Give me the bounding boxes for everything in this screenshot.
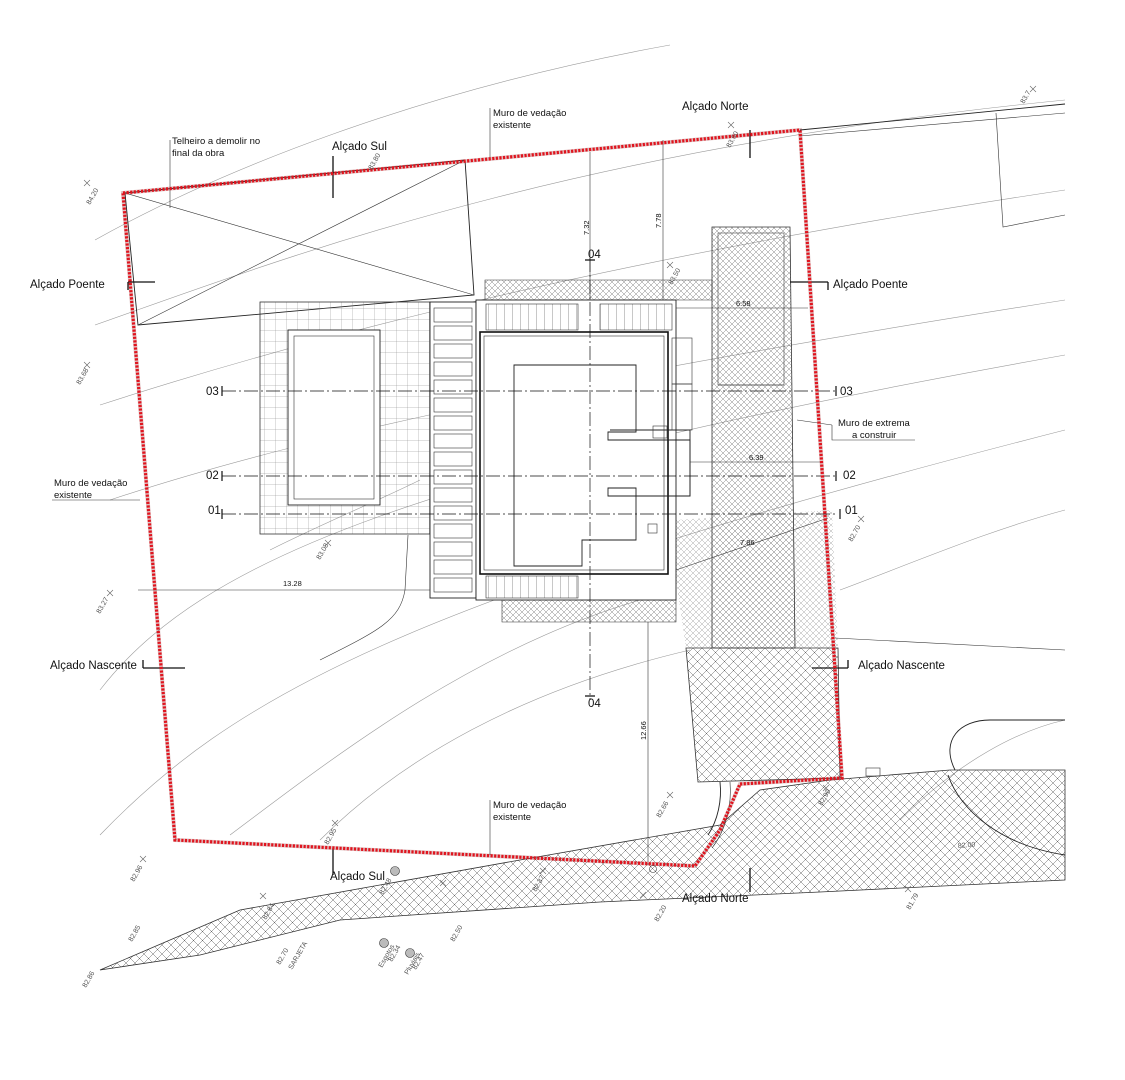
spot-level: 83.68 (76, 367, 91, 386)
sarjeta-label: SARJETA (288, 940, 310, 971)
note-muro-extrema-2: a construir (852, 430, 896, 441)
elevation-labels: Alçado Norte Alçado Norte Alçado Sul Alç… (30, 101, 945, 905)
label-alcado-nascente-left: Alçado Nascente (50, 660, 137, 672)
property-boundary (120, 127, 845, 869)
note-leaders (52, 108, 915, 855)
spot-level: 82.95 (324, 827, 339, 846)
pool-terrace (259, 301, 431, 535)
section-01-left: 01 (208, 505, 221, 517)
dim-1266: 12.66 (639, 721, 648, 740)
spot-level: 82.20 (654, 904, 669, 923)
label-alcado-nascente-right: Alçado Nascente (858, 660, 945, 672)
telheiro-shed (124, 159, 475, 326)
note-telheiro-1: Telheiro a demolir no (172, 136, 260, 147)
dimension-labels: 7.32 7.78 6.58 6.39 7.86 13.28 12.66 (283, 213, 764, 740)
note-muro-top-1: Muro de vedação (493, 108, 566, 119)
note-muro-left-2: existente (54, 490, 92, 501)
spot-level: 82.70 (848, 524, 863, 543)
spot-level: 82.50 (450, 924, 465, 943)
label-alcado-sul-top: Alçado Sul (332, 141, 387, 153)
spot-level: 84.20 (86, 187, 101, 206)
existing-walls (707, 103, 1066, 849)
spot-level: 83.7 (1020, 90, 1033, 105)
spot-level: 82.70 (276, 947, 291, 966)
label-alcado-poente-right: Alçado Poente (833, 279, 908, 291)
spot-level-markers (83, 85, 1037, 900)
house-outline (475, 299, 693, 601)
label-alcado-norte-top: Alçado Norte (682, 101, 748, 113)
dim-1328: 13.28 (283, 579, 302, 588)
note-muro-top-2: existente (493, 120, 531, 131)
dim-658: 6.58 (736, 299, 751, 308)
dim-639: 6.39 (749, 453, 764, 462)
label-alcado-norte-bottom: Alçado Norte (682, 893, 748, 905)
spot-level: 82.00 (958, 841, 976, 850)
label-alcado-sul-bottom: Alçado Sul (330, 871, 385, 883)
section-01-right: 01 (845, 505, 858, 517)
note-muro-bottom-2: existente (493, 812, 531, 823)
section-axes (221, 258, 841, 700)
section-labels: 03 03 02 02 01 01 04 04 (206, 249, 858, 710)
spot-level: 82.96 (130, 864, 145, 883)
spot-level: 83.60 (726, 130, 741, 149)
note-muro-extrema-1: Muro de extrema (838, 418, 911, 429)
dim-778: 7.78 (654, 213, 663, 228)
driveway (484, 226, 841, 783)
manhole-symbols (379, 865, 657, 958)
stair-strip (429, 301, 477, 599)
section-03-left: 03 (206, 386, 219, 398)
section-02-left: 02 (206, 470, 219, 482)
spot-level: 82.66 (656, 800, 671, 819)
section-04-bottom: 04 (588, 698, 601, 710)
dim-732: 7.32 (582, 220, 591, 235)
note-labels: Telheiro a demolir no final da obra Muro… (54, 108, 911, 823)
street-pavement (99, 719, 1066, 971)
note-muro-left-1: Muro de vedação (54, 478, 127, 489)
note-telheiro-2: final da obra (172, 148, 225, 159)
label-alcado-poente-left: Alçado Poente (30, 279, 105, 291)
section-04-top: 04 (588, 249, 601, 261)
spot-level: 82.85 (128, 924, 143, 943)
spot-level: 82.86 (82, 970, 97, 989)
spot-level: 83.27 (96, 596, 111, 615)
section-02-right: 02 (843, 470, 856, 482)
dim-786: 7.86 (740, 538, 755, 547)
section-03-right: 03 (840, 386, 853, 398)
spot-level: 81.79 (906, 892, 921, 911)
dimension-lines (138, 140, 829, 862)
note-muro-bottom-1: Muro de vedação (493, 800, 566, 811)
spot-level: 83.08 (316, 542, 331, 561)
